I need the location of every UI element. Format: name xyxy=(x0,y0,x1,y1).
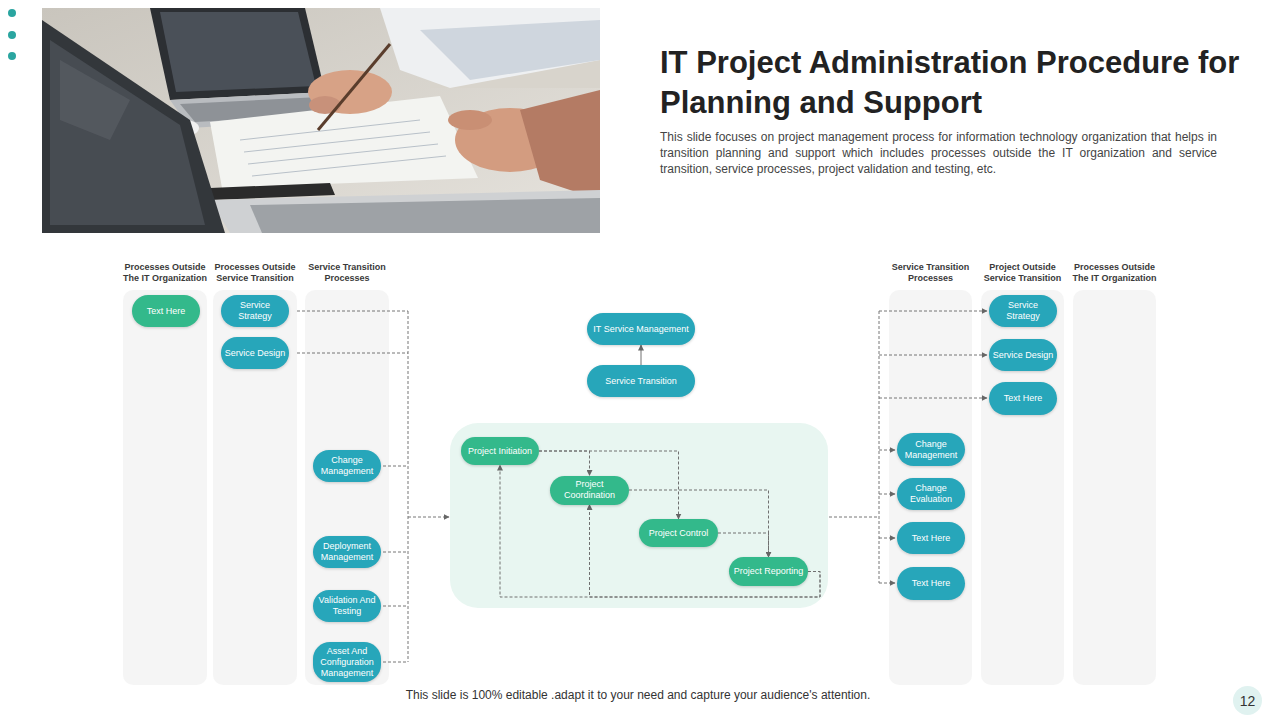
process-pill: Change Management xyxy=(313,450,381,482)
column-header-wrap: Processes Outside Service Transition xyxy=(209,262,301,284)
column-header: Service Transition Processes xyxy=(885,262,976,284)
slide-caption: This slide is 100% editable .adapt it to… xyxy=(0,688,1276,703)
pill-label: Deployment Management xyxy=(313,541,381,563)
column-band: Service Transition ProcessesChange Manag… xyxy=(889,290,972,685)
pill-label: Validation And Testing xyxy=(313,595,381,617)
column-header-wrap: Processes Outside The IT Organization xyxy=(119,262,211,284)
pill-label: Change Management xyxy=(313,455,381,477)
column-band: Project Outside Service TransitionServic… xyxy=(981,290,1064,685)
process-pill: Text Here xyxy=(989,382,1057,415)
flow-connector xyxy=(718,533,769,557)
process-pill: Project Coordination xyxy=(550,476,629,505)
column-header-wrap: Project Outside Service Transition xyxy=(977,262,1068,284)
process-pill: Service Transition xyxy=(587,365,695,397)
process-pill: IT Service Management xyxy=(587,313,695,345)
pill-label: Service Strategy xyxy=(989,300,1057,322)
pill-label: Service Design xyxy=(989,350,1057,361)
process-pill: Text Here xyxy=(897,522,965,554)
bullet-dot xyxy=(8,31,16,39)
pill-label: Text Here xyxy=(897,578,965,589)
column-header: Processes Outside The IT Organization xyxy=(1069,262,1160,284)
process-pill: Service Strategy xyxy=(989,295,1057,327)
flow-connector xyxy=(539,451,679,519)
pill-label: Text Here xyxy=(132,306,200,317)
pill-label: Change Evaluation xyxy=(897,483,965,505)
column-header-wrap: Service Transition Processes xyxy=(301,262,393,284)
pill-label: Project Coordination xyxy=(550,479,629,501)
process-pill: Validation And Testing xyxy=(313,590,381,622)
pill-label: Text Here xyxy=(989,393,1057,404)
process-pill: Change Evaluation xyxy=(897,478,965,510)
process-pill: Service Strategy xyxy=(221,295,289,327)
slide-title: IT Project Administration Procedure for … xyxy=(660,43,1250,123)
column-band: Processes Outside Service TransitionServ… xyxy=(213,290,297,685)
pill-label: IT Service Management xyxy=(587,324,695,335)
desc-wrap: This slide focuses on project management… xyxy=(660,129,1217,177)
process-pill: Change Management xyxy=(897,433,965,466)
pill-label: Service Strategy xyxy=(221,300,289,322)
pill-label: Project Control xyxy=(639,528,718,539)
process-pill: Asset And Configuration Management xyxy=(313,642,381,682)
column-band: Processes Outside The IT OrganizationTex… xyxy=(123,290,207,685)
bullet-dot xyxy=(8,9,16,17)
bullet-dot xyxy=(8,52,16,60)
process-pill: Deployment Management xyxy=(313,536,381,568)
process-pill: Project Reporting xyxy=(729,557,808,586)
page-number-badge: 12 xyxy=(1233,686,1262,715)
title-wrap: IT Project Administration Procedure for … xyxy=(660,43,1250,123)
pill-label: Service Design xyxy=(221,348,289,359)
flow-connector xyxy=(641,345,642,365)
process-pill: Project Control xyxy=(639,519,718,547)
column-header-wrap: Service Transition Processes xyxy=(885,262,976,284)
pill-label: Service Transition xyxy=(587,376,695,387)
description-text: This slide focuses on project management… xyxy=(660,129,1217,177)
page-number: 12 xyxy=(1240,693,1256,709)
column-header: Project Outside Service Transition xyxy=(977,262,1068,284)
column-header-wrap: Processes Outside The IT Organization xyxy=(1069,262,1160,284)
pill-label: Change Management xyxy=(897,439,965,461)
flow-connector xyxy=(500,465,820,597)
column-band: Processes Outside The IT Organization xyxy=(1073,290,1156,685)
column-header: Service Transition Processes xyxy=(301,262,393,284)
column-header: Processes Outside The IT Organization xyxy=(119,262,211,284)
process-pill: Project Initiation xyxy=(461,437,539,465)
pill-label: Text Here xyxy=(897,533,965,544)
process-pill: Text Here xyxy=(132,295,200,327)
flow-connector xyxy=(539,451,590,476)
flow-connector xyxy=(590,505,821,598)
pill-label: Project Reporting xyxy=(729,566,808,577)
process-pill: Service Design xyxy=(989,339,1057,371)
pill-label: Asset And Configuration Management xyxy=(313,646,381,679)
process-pill: Service Design xyxy=(221,337,289,369)
process-pill: Text Here xyxy=(897,567,965,600)
column-header: Processes Outside Service Transition xyxy=(209,262,301,284)
caption-wrap: This slide is 100% editable .adapt it to… xyxy=(0,688,1276,703)
flow-connector xyxy=(629,490,769,557)
pill-label: Project Initiation xyxy=(461,446,539,457)
column-band: Service Transition ProcessesChange Manag… xyxy=(305,290,389,685)
photo xyxy=(42,8,600,233)
